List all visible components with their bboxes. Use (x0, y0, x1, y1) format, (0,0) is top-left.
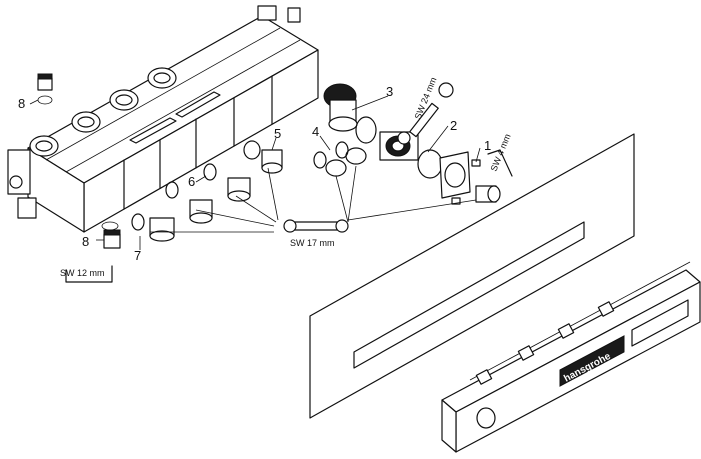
flange-plate (439, 151, 471, 199)
plug-bottom (101, 221, 121, 249)
housing-port-3 (109, 89, 139, 111)
hex-key-sw12-icon (65, 265, 113, 283)
tool-label-sw17: SW 17 mm (290, 238, 335, 248)
grub-screw (451, 159, 481, 205)
finish-set-cover (441, 261, 701, 453)
housing-port-4 (147, 67, 177, 89)
leader-lines (29, 95, 481, 250)
callout-5: 5 (274, 126, 281, 141)
callout-8-bottom: 8 (82, 234, 89, 249)
callout-1: 1 (484, 138, 491, 153)
wrench-sw24-icon (397, 82, 454, 145)
fitting-6a (227, 177, 251, 202)
hex-key-sw4-icon (487, 149, 513, 177)
wall-panel (309, 133, 635, 419)
fitting-5 (261, 149, 283, 174)
callout-8-top: 8 (18, 96, 25, 111)
installation-housing (7, 5, 319, 233)
housing-port-2 (71, 111, 101, 133)
wrench-sw17-icon (283, 219, 349, 233)
fitting-6b (189, 199, 213, 224)
callout-2: 2 (450, 118, 457, 133)
callout-4: 4 (312, 124, 319, 139)
fitting-7 (149, 217, 175, 242)
plug-top (37, 73, 53, 105)
stop-valve (475, 185, 501, 203)
housing-port-1 (29, 135, 59, 157)
callout-6: 6 (188, 174, 195, 189)
tool-label-sw12: SW 12 mm (60, 268, 105, 278)
seal-rings-row (131, 140, 261, 231)
callout-7: 7 (134, 248, 141, 263)
small-valve-pair (313, 141, 367, 177)
callout-3: 3 (386, 84, 393, 99)
diverter-cartridge (323, 83, 358, 132)
